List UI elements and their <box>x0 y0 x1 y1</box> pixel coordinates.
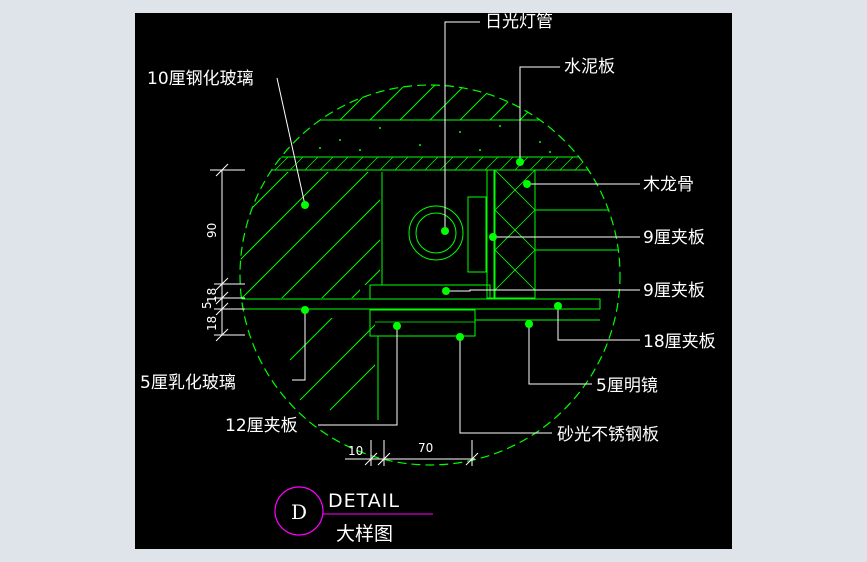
detail-caption: 大样图 <box>336 523 393 545</box>
detail-circle <box>239 84 621 466</box>
dim-90: 90 <box>205 223 219 238</box>
label-tempered-glass: 10厘钢化玻璃 <box>147 69 254 89</box>
label-frosted-glass: 5厘乳化玻璃 <box>140 373 236 393</box>
label-brushed-steel: 砂光不锈钢板 <box>557 425 659 445</box>
dim-70: 70 <box>418 441 433 455</box>
label-wood-keel: 木龙骨 <box>643 175 694 195</box>
label-plywood-9-b: 9厘夹板 <box>643 281 705 301</box>
detail-title: DETAIL <box>328 490 400 512</box>
cad-drawing-canvas: 日光灯管 水泥板 10厘钢化玻璃 木龙骨 9厘夹板 9厘夹板 18厘夹板 5厘乳… <box>135 13 732 549</box>
dim-5: 5 <box>200 301 214 309</box>
label-plywood-9-a: 9厘夹板 <box>643 228 705 248</box>
dim-18-upper: 18 <box>205 288 219 303</box>
detail-symbol-circle <box>274 486 324 536</box>
callout-markers <box>301 158 562 341</box>
detail-symbol-letter: D <box>291 500 307 524</box>
dim-18-lower: 18 <box>205 316 219 331</box>
detail-drawing: 日光灯管 水泥板 10厘钢化玻璃 木龙骨 9厘夹板 9厘夹板 18厘夹板 5厘乳… <box>140 13 716 545</box>
label-mirror: 5厘明镜 <box>596 376 658 396</box>
leader-lines <box>276 21 640 434</box>
dimension-lines <box>210 163 479 466</box>
label-plywood-18: 18厘夹板 <box>643 332 716 352</box>
label-plywood-12: 12厘夹板 <box>225 416 298 436</box>
label-cement-board: 水泥板 <box>564 57 615 77</box>
label-fluorescent-tube: 日光灯管 <box>485 13 553 32</box>
dim-10: 10 <box>348 444 363 458</box>
